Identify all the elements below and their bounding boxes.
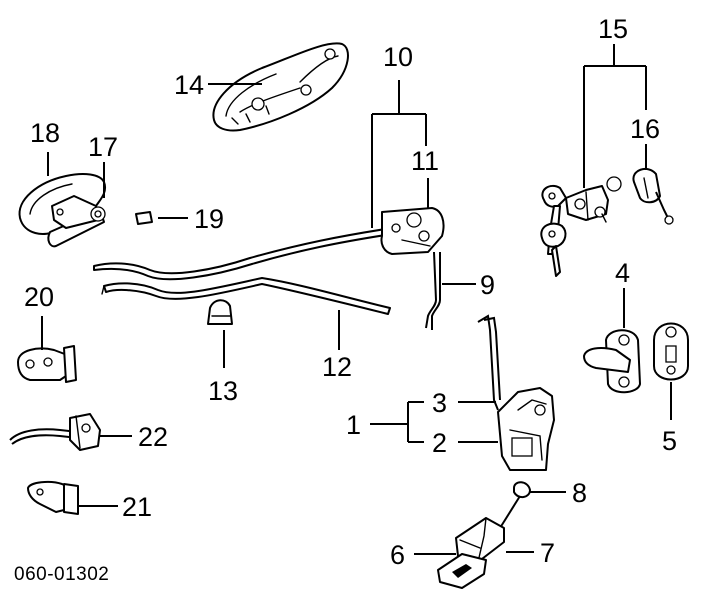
part-15-door-cylinder: [565, 176, 622, 223]
part-10-lock-rod: [93, 227, 393, 281]
callout-7: 7: [540, 538, 555, 568]
callout-4: 4: [615, 258, 630, 288]
callout-19: 19: [194, 204, 224, 234]
part-11-bellcrank: [380, 207, 445, 255]
callout-9: 9: [480, 270, 495, 300]
leader-lines: [41, 44, 672, 555]
callout-5: 5: [662, 426, 677, 456]
part-21-lower-hinge: [27, 480, 79, 515]
callout-18: 18: [30, 118, 60, 148]
callout-15: 15: [598, 14, 628, 44]
part-17-handle-bezel: [51, 195, 106, 229]
part-8-cap: [513, 481, 531, 498]
part-1-door-lock-assembly: [477, 314, 555, 471]
callout-14: 14: [174, 70, 204, 100]
callout-2: 2: [432, 428, 447, 458]
part-19-clip: [135, 211, 153, 225]
part-5-striker-plate: [653, 322, 689, 381]
callout-11: 11: [411, 146, 439, 176]
part-16-cylinder-cap: [632, 167, 674, 225]
part-13-rod-clip: [207, 299, 233, 325]
callout-labels: 14 18 17 19 10 11 9 12 13 15 16 4 5 1 3 …: [24, 14, 677, 570]
part-12-release-rod: [101, 277, 391, 315]
part-9-link-rod: [425, 251, 441, 330]
callout-13: 13: [208, 376, 238, 406]
part-14-outside-handle: [212, 42, 349, 132]
callout-10: 10: [383, 42, 413, 72]
callout-6: 6: [390, 540, 405, 570]
callout-3: 3: [432, 388, 447, 418]
callout-16: 16: [630, 114, 660, 144]
callout-1: 1: [346, 410, 361, 440]
part-6-lock-knob: [437, 553, 487, 589]
callout-12: 12: [322, 352, 352, 382]
callout-22: 22: [138, 422, 168, 452]
part-4-door-striker: [583, 329, 641, 394]
callout-20: 20: [24, 282, 54, 312]
diagram-code: 060-01302: [14, 564, 109, 585]
callout-17: 17: [88, 132, 118, 162]
part-22-door-checker: [9, 413, 101, 451]
part-20-upper-hinge: [17, 345, 77, 383]
callout-8: 8: [572, 478, 587, 508]
callout-21: 21: [122, 492, 152, 522]
part-15-key-b: [540, 222, 567, 277]
